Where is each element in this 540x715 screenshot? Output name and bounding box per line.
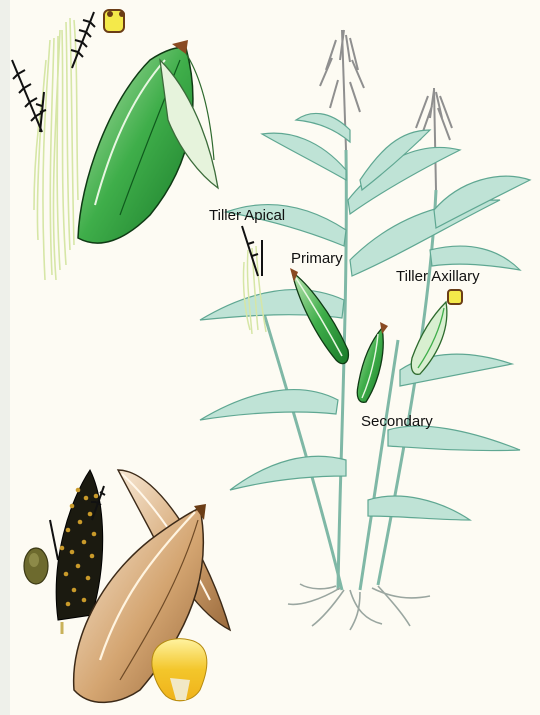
label-tiller-apical: Tiller Apical — [209, 207, 285, 224]
label-secondary: Secondary — [361, 413, 433, 430]
axillary-flower — [448, 290, 462, 304]
label-primary: Primary — [291, 250, 343, 267]
label-tiller-axillary: Tiller Axillary — [396, 268, 480, 285]
